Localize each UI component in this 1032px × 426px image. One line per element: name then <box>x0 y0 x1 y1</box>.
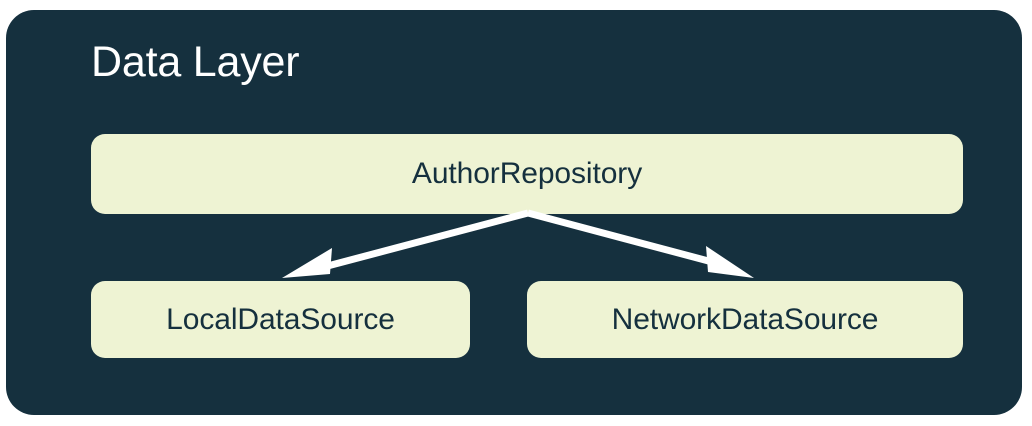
node-local-data-source[interactable]: LocalDataSource <box>91 281 470 358</box>
node-author-repository-label: AuthorRepository <box>411 157 643 190</box>
node-local-data-source-label: LocalDataSource <box>166 302 395 336</box>
node-network-data-source-label: NetworkDataSource <box>611 302 879 336</box>
node-author-repository[interactable]: AuthorRepository <box>91 134 963 214</box>
node-network-data-source[interactable]: NetworkDataSource <box>527 281 963 358</box>
layer-title: Data Layer <box>91 38 300 86</box>
